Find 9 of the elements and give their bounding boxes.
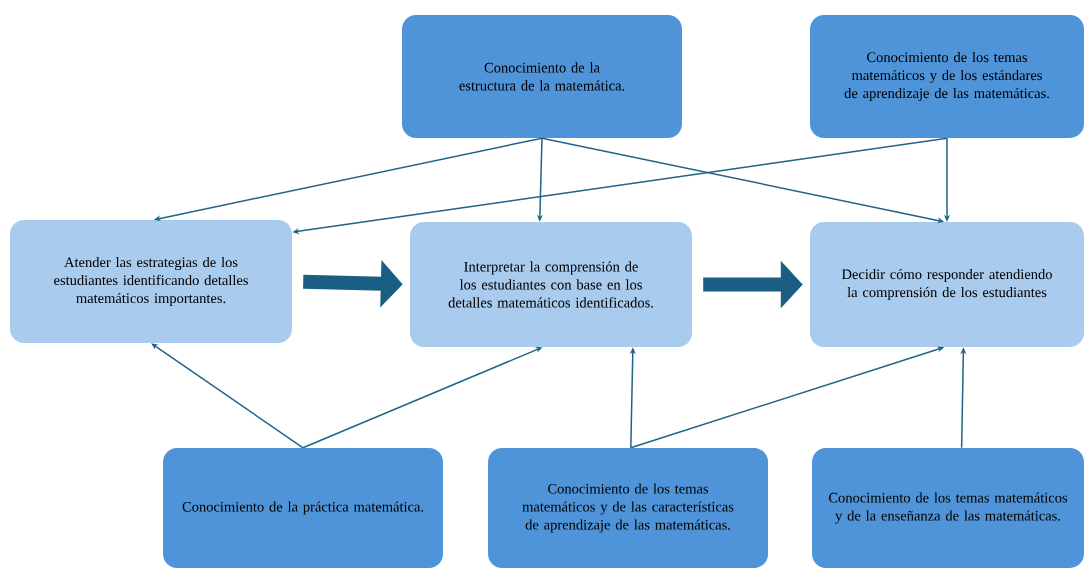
knowledge-box: Conocimiento de la estructura de la matemática. bbox=[402, 15, 682, 138]
knowledge-box: Conocimiento de los temas matemáticos y de los estándares de aprendizaje de las matemáticas. bbox=[810, 15, 1084, 138]
knowledge-box: Conocimiento de los temas matemáticos y de las características de aprendizaje de las matemáticas. bbox=[488, 448, 768, 568]
process-box: Decidir cómo responder atendiendo la comprensión de los estudiantes bbox=[810, 222, 1084, 347]
arrow bbox=[151, 343, 304, 449]
knowledge-box: Conocimiento de los temas matemáticos y de la enseñanza de las matemáticas. bbox=[812, 448, 1084, 568]
knowledge-box: Conocimiento de la práctica matemática. bbox=[163, 448, 443, 568]
process-box: Atender las estrategias de los estudiantes identificando detalles matemáticos importantes. bbox=[10, 220, 292, 343]
process-box: Interpretar la comprensión de los estudiantes con base en los detalles matemáticos identificados. bbox=[410, 222, 692, 347]
